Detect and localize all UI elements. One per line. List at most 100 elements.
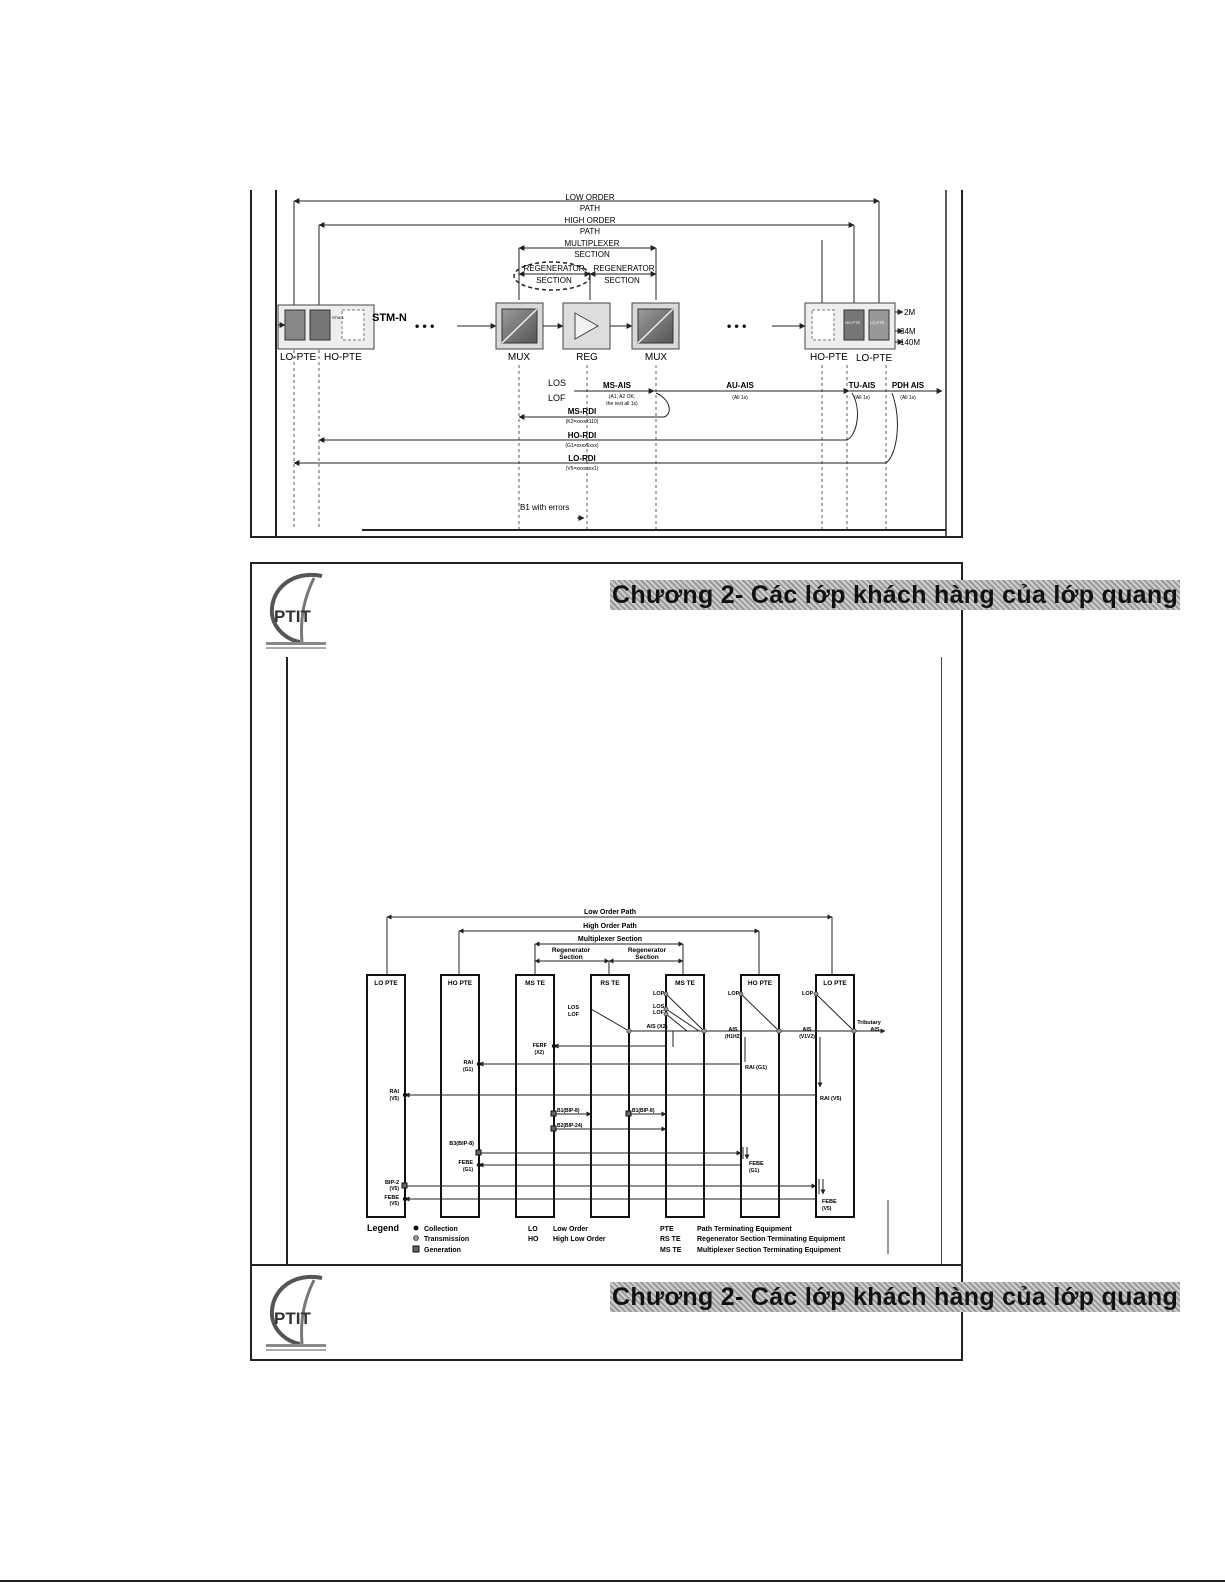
- svg-text:REGENERATOR: REGENERATOR: [593, 264, 654, 273]
- svg-text:(G1): (G1): [749, 1168, 759, 1174]
- svg-text:LOP: LOP: [802, 991, 814, 997]
- svg-text:(G1): (G1): [463, 1067, 473, 1073]
- svg-text:LOF: LOF: [653, 1010, 665, 1016]
- col-ms-te-left: [515, 974, 555, 1218]
- col-ho-pte-left: [440, 974, 480, 1218]
- svg-text:LOF: LOF: [568, 1012, 580, 1018]
- svg-text:FEBE: FEBE: [822, 1199, 837, 1205]
- svg-text:(A1, A2 OK;: (A1, A2 OK;: [609, 394, 635, 400]
- svg-text:B1(BIP-8): B1(BIP-8): [632, 1108, 655, 1114]
- svg-text:(H1H2): (H1H2): [725, 1034, 741, 1040]
- svg-text:AIS (X2): AIS (X2): [646, 1024, 667, 1030]
- svg-text:AIS: AIS: [728, 1027, 738, 1033]
- svg-text:Section: Section: [559, 954, 583, 961]
- svg-text:(K2=xxxxx110): (K2=xxxxx110): [566, 419, 599, 425]
- svg-text:MS TE: MS TE: [525, 980, 546, 987]
- svg-text:HO PTE: HO PTE: [748, 980, 773, 987]
- svg-text:LOP: LOP: [653, 991, 665, 997]
- svg-text:FEBE: FEBE: [458, 1160, 473, 1166]
- figure1-diagram: LOW ORDER PATH HIGH ORDER PATH MULTIPLEX…: [275, 190, 947, 536]
- svg-text:RAI: RAI: [464, 1060, 474, 1066]
- svg-text:(All 1s): (All 1s): [732, 395, 748, 401]
- figure2-panel: Low Order Path High Order Path Multiplex…: [250, 657, 963, 1268]
- svg-text:B1(BIP-8): B1(BIP-8): [557, 1108, 580, 1114]
- chapter-title: Chương 2- Các lớp khách hàng của lớp qua…: [610, 580, 1181, 610]
- signal-ho-rdi: HO-RDI: [568, 431, 596, 440]
- svg-text:• • •: • • •: [727, 319, 746, 333]
- svg-text:Regenerator: Regenerator: [552, 947, 591, 954]
- svg-text:FEBE: FEBE: [384, 1195, 399, 1201]
- svg-text:BIP-2: BIP-2: [385, 1180, 399, 1186]
- ho-pte-right-block: [843, 309, 865, 341]
- svg-text:Path Terminating Equipment: Path Terminating Equipment: [697, 1226, 792, 1233]
- svg-text:(V5=xxxxxxx1): (V5=xxxxxxx1): [566, 466, 599, 472]
- ho-pte-left-block: [309, 309, 331, 341]
- span-multiplexer-label: MULTIPLEXER: [565, 239, 620, 248]
- svg-text:(G1): (G1): [463, 1167, 473, 1173]
- svg-text:(X2): (X2): [535, 1050, 545, 1056]
- stm-n-label: STM-N: [372, 312, 407, 324]
- signal-ms-ais: MS-AIS: [603, 381, 632, 390]
- node-reg: REG: [576, 352, 598, 363]
- svg-text:FERF: FERF: [533, 1043, 548, 1049]
- svg-text:REGENERATOR: REGENERATOR: [523, 264, 584, 273]
- signal-los: LOS: [548, 378, 566, 388]
- ptit-logo: PTIT: [266, 1274, 326, 1351]
- svg-text:B2(BIP-24): B2(BIP-24): [557, 1123, 583, 1129]
- node-mux-1: MUX: [508, 352, 531, 363]
- svg-text:Tributary: Tributary: [857, 1020, 881, 1026]
- svg-text:Regenerator: Regenerator: [628, 947, 667, 954]
- span-high-order-label: HIGH ORDER: [564, 216, 615, 225]
- svg-text:SECTION: SECTION: [604, 276, 640, 285]
- svg-text:2M: 2M: [904, 308, 915, 317]
- svg-text:Transmission: Transmission: [424, 1236, 469, 1243]
- svg-text:RAI (G1): RAI (G1): [745, 1065, 767, 1071]
- ptit-logo: PTIT: [266, 572, 326, 649]
- node-mux-2: MUX: [645, 352, 668, 363]
- col-lo-pte-right: [815, 974, 855, 1218]
- signal-au-ais: AU-AIS: [726, 381, 754, 390]
- svg-text:LOP: LOP: [728, 991, 740, 997]
- svg-text:High Low Order: High Low Order: [553, 1236, 606, 1243]
- svg-text:LO PTE: LO PTE: [823, 980, 847, 987]
- signal-pdh-ais: PDH AIS: [892, 381, 925, 390]
- svg-text:• • •: • • •: [415, 319, 434, 333]
- span-low-order-path: Low Order Path: [584, 909, 636, 916]
- svg-text:140M: 140M: [900, 338, 920, 347]
- svg-text:HO-PTE: HO-PTE: [845, 320, 860, 325]
- svg-text:the rest all 1s): the rest all 1s): [606, 401, 638, 407]
- figure2-diagram: Low Order Path High Order Path Multiplex…: [366, 909, 889, 1254]
- signal-lo-rdi: LO-RDI: [568, 454, 596, 463]
- svg-text:(V5): (V5): [390, 1096, 400, 1102]
- lo-pte-right-block: [868, 309, 890, 341]
- svg-text:(V5): (V5): [390, 1201, 400, 1207]
- lo-pte-left-block: [284, 309, 306, 341]
- svg-text:HO: HO: [528, 1236, 539, 1243]
- svg-text:FEBE: FEBE: [749, 1161, 764, 1167]
- svg-text:Multiplexer Section Terminatin: Multiplexer Section Terminating Equipmen…: [697, 1247, 841, 1254]
- node-lo-pte-right: LO-PTE: [856, 353, 892, 364]
- svg-text:AIS: AIS: [870, 1027, 880, 1033]
- col-ho-pte-right: [740, 974, 780, 1218]
- node-ho-pte-right: HO-PTE: [810, 352, 848, 363]
- svg-text:(V5): (V5): [390, 1186, 400, 1192]
- svg-text:(V5): (V5): [822, 1206, 832, 1212]
- chapter-header-1: PTIT Chương 2- Các lớp khách hàng của lớ…: [250, 562, 1181, 659]
- svg-text:Generation: Generation: [424, 1247, 461, 1254]
- svg-text:(All 1s): (All 1s): [900, 395, 916, 401]
- svg-text:Section: Section: [635, 954, 659, 961]
- svg-text:(G1=xxxx1xxx): (G1=xxxx1xxx): [565, 443, 599, 449]
- svg-text:PTIT: PTIT: [274, 1309, 311, 1328]
- signal-ms-rdi: MS-RDI: [568, 407, 596, 416]
- col-lo-pte-left: [366, 974, 406, 1218]
- legend: Legend Collection Transmission Generatio…: [367, 1223, 846, 1254]
- signal-tu-ais: TU-AIS: [849, 381, 876, 390]
- svg-text:LOS: LOS: [568, 1005, 580, 1011]
- span-multiplexer-section: Multiplexer Section: [578, 936, 642, 943]
- svg-text:LOS: LOS: [653, 1004, 665, 1010]
- svg-text:B3(BIP-8): B3(BIP-8): [449, 1141, 474, 1147]
- node-lo-pte-left: LO-PTE: [280, 352, 316, 363]
- col-rs-te: [590, 974, 630, 1218]
- svg-text:SECTION: SECTION: [536, 276, 572, 285]
- svg-text:PTIT: PTIT: [274, 607, 311, 626]
